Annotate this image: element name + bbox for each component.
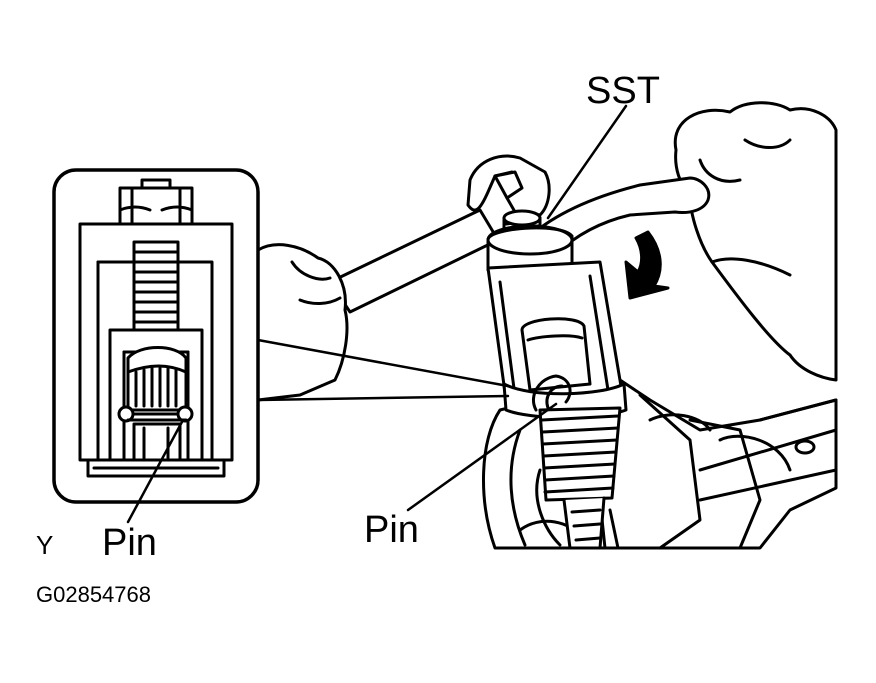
pin-label-detail: Pin [102,522,157,564]
sst-label: SST [586,70,660,112]
leader-lines [406,104,628,512]
pin-label-main: Pin [364,509,419,551]
open-end-wrench [328,154,551,314]
left-hand [256,243,349,402]
sst-handle [528,176,711,256]
rotation-arrow [624,230,670,300]
detail-inset [52,168,510,524]
pin-leader [406,402,558,512]
right-hand [673,101,838,382]
spring-assembly [532,374,622,550]
figure-code: G02854768 [36,582,151,607]
view-label: Y [36,530,54,560]
sst-leader [546,104,628,220]
sst-cylinder [486,209,628,419]
